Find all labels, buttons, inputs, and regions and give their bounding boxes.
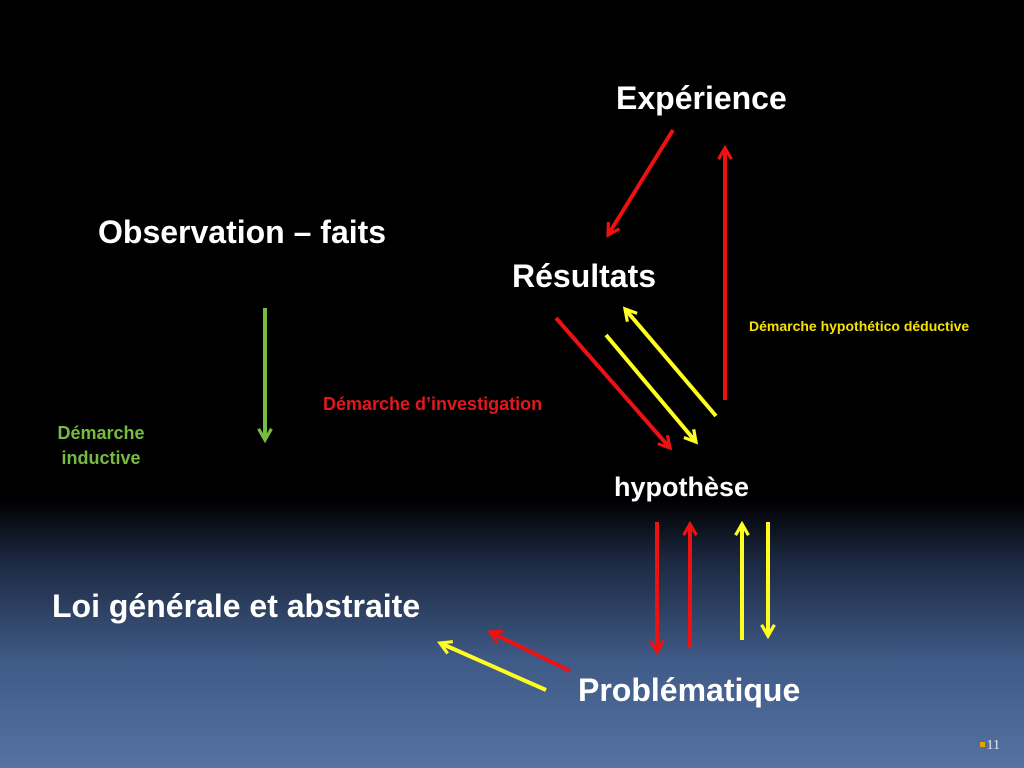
label-hypothetico-deductive: Démarche hypothético déductive	[749, 318, 970, 334]
node-loi: Loi générale et abstraite	[52, 588, 421, 624]
arrow-problematique-to-loi-yellow	[437, 640, 547, 692]
label-investigation: Démarche d’investigation	[323, 394, 543, 414]
slide-number: 11	[979, 738, 1000, 754]
node-experience: Expérience	[616, 80, 787, 116]
arrow-resultats-to-hypothese-yellow	[604, 333, 699, 445]
arrow-hypothese-to-resultats-yellow	[622, 306, 718, 418]
label-inductive: Démarche inductive	[57, 423, 145, 468]
bullet-square-icon	[979, 742, 985, 747]
arrow-problematique-to-loi-red	[487, 629, 571, 673]
node-hypothese: hypothèse	[614, 472, 750, 502]
arrow-resultats-to-hypothese-red	[554, 316, 673, 451]
node-problematique: Problématique	[578, 672, 801, 708]
node-resultats: Résultats	[512, 258, 657, 294]
arrow-experience-to-resultats	[606, 128, 675, 238]
node-observation: Observation – faits	[98, 214, 387, 250]
slide-number-text: 11	[986, 738, 1000, 753]
